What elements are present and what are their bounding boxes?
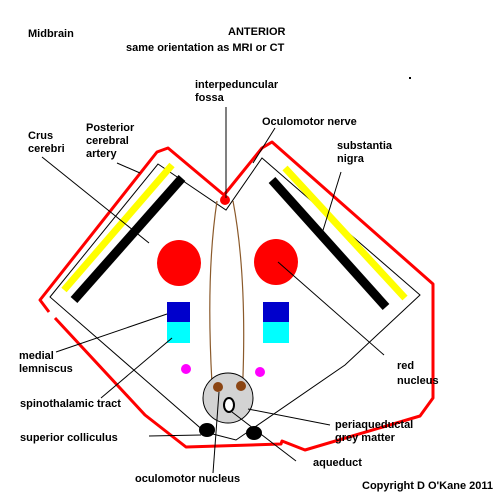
label-posterior-cerebral-artery: Posterior cerebral artery xyxy=(86,122,137,160)
artery-outline xyxy=(38,140,435,452)
superior-colliculus-left xyxy=(199,423,215,437)
leader-substantia-nigra xyxy=(319,171,342,241)
spinothalamic-tract-right xyxy=(263,322,289,343)
substantia-nigra-right xyxy=(268,176,390,311)
crus-cerebri-right-yellow xyxy=(282,165,408,301)
stray-dot xyxy=(409,77,411,79)
label-medial-lemniscus: medial lemniscus xyxy=(19,350,73,375)
orientation-heading: ANTERIOR xyxy=(228,26,286,38)
oculomotor-nucleus-left xyxy=(213,382,223,392)
label-red-nucleus: red nucleus xyxy=(397,360,439,387)
label-periaqueductal-grey-matter: periaqueductal grey matter xyxy=(335,419,416,444)
leader-red-nucleus xyxy=(277,261,385,356)
leader-periaqueductal-grey xyxy=(247,408,331,426)
leader-posterior-cerebral-artery xyxy=(116,162,141,174)
spinothalamic-tract-left xyxy=(167,322,190,343)
label-crus-cerebri: Crus cerebri xyxy=(28,130,65,155)
magenta-dot-right xyxy=(255,367,265,377)
copyright: Copyright D O'Kane 2011 xyxy=(362,480,493,492)
red-nucleus-right xyxy=(254,239,298,285)
aqueduct xyxy=(223,397,235,413)
interpeduncular-fossa-dot xyxy=(220,195,230,205)
superior-colliculus-right xyxy=(246,426,262,440)
orientation-subheading: same orientation as MRI or CT xyxy=(126,42,285,54)
label-substantia-nigra: substantia nigra xyxy=(337,140,395,165)
leader-crus-cerebri xyxy=(41,156,150,244)
oculomotor-nerve-fiber-right xyxy=(232,200,245,401)
oculomotor-nucleus-right xyxy=(236,381,246,391)
leader-oculomotor-nerve xyxy=(252,127,276,164)
leader-medial-lemniscus xyxy=(55,313,168,353)
label-superior-colliculus: superior colliculus xyxy=(20,432,118,444)
label-interpeduncular-fossa: interpeduncular fossa xyxy=(195,79,281,104)
label-aqueduct: aqueduct xyxy=(313,457,362,469)
medial-lemniscus-left xyxy=(167,302,190,322)
leader-aqueduct xyxy=(231,411,297,462)
leader-oculomotor-nucleus xyxy=(212,391,220,474)
medial-lemniscus-right xyxy=(263,302,289,322)
label-oculomotor-nerve: Oculomotor nerve xyxy=(262,116,357,128)
oculomotor-nerve-fiber-left xyxy=(209,200,218,401)
magenta-dot-left xyxy=(181,364,191,374)
diagram-title: Midbrain xyxy=(28,28,74,40)
leader-spinothalamic-tract xyxy=(100,337,173,399)
red-nucleus-left xyxy=(157,240,201,286)
substantia-nigra-left xyxy=(70,175,186,303)
crus-cerebri-left-yellow xyxy=(61,162,175,293)
label-spinothalamic-tract: spinothalamic tract xyxy=(20,398,121,410)
label-oculomotor-nucleus: oculomotor nucleus xyxy=(135,473,240,485)
leader-superior-colliculus xyxy=(148,434,202,437)
